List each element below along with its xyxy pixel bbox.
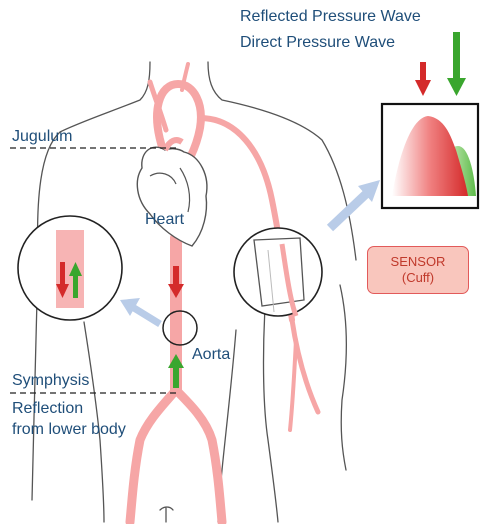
reflected-pressure-wave-label: Reflected Pressure Wave — [240, 8, 421, 26]
symphysis-label: Symphysis — [12, 372, 89, 390]
heart-label: Heart — [145, 211, 184, 229]
jugulum-label: Jugulum — [12, 128, 72, 146]
aorta-label: Aorta — [192, 346, 230, 364]
reflection-label-line1: Reflection — [12, 400, 83, 418]
reflected-wave-red-arrow — [415, 62, 431, 96]
waveform-box — [382, 104, 478, 208]
callout-arrow-to-waveform — [330, 180, 380, 228]
iliac-left — [130, 390, 176, 522]
direct-pressure-wave-label: Direct Pressure Wave — [240, 34, 395, 52]
navel-mark — [160, 507, 173, 522]
callout-arrow-to-aorta — [120, 298, 160, 324]
reflection-label-line2: from lower body — [12, 421, 126, 439]
sensor-cuff-box: SENSOR (Cuff) — [367, 246, 469, 294]
aorta-zoom-circle — [18, 216, 122, 320]
sensor-label: SENSOR — [368, 254, 468, 270]
cuff-label: (Cuff) — [368, 270, 468, 286]
arm-cuff-circle — [234, 228, 322, 316]
direct-wave-green-arrow — [447, 32, 466, 96]
brachial-branch — [290, 340, 296, 430]
iliac-right — [176, 390, 222, 522]
heart-shape — [137, 140, 207, 246]
right-arm-outer-outline — [340, 285, 346, 470]
